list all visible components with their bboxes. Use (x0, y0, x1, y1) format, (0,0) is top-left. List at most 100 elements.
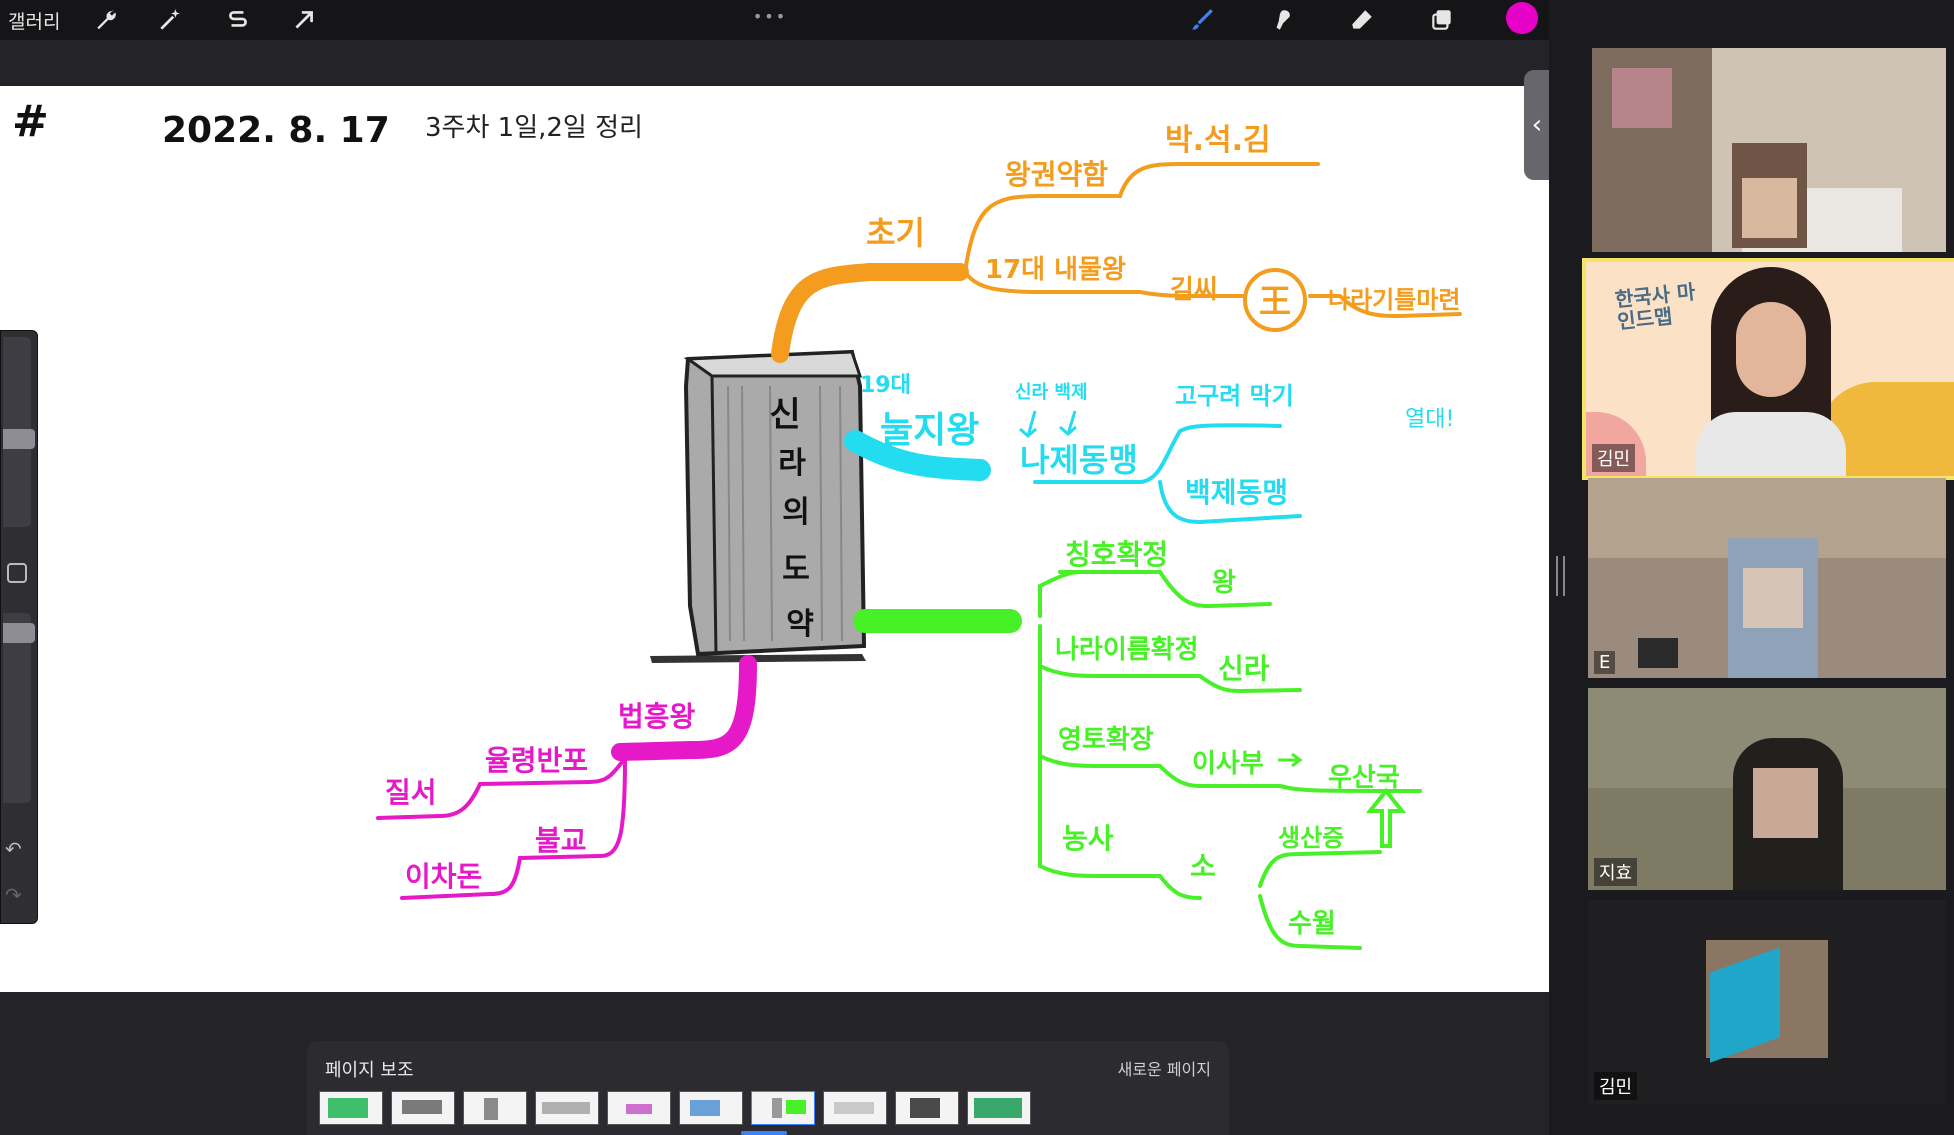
participant-video-5[interactable]: 김민 (1588, 900, 1946, 1104)
layers-icon[interactable] (1424, 4, 1460, 36)
undo-icon[interactable]: ↶ (5, 837, 22, 861)
cyan-arrows (1019, 410, 1077, 438)
page-thumbnail[interactable] (391, 1091, 455, 1125)
collapse-panel-chevron-icon[interactable]: ‹ (1524, 70, 1549, 180)
split-view-handle[interactable] (1556, 556, 1565, 596)
participant-video-2-active-speaker[interactable]: 한국사 마인드맵 김민 (1582, 258, 1954, 480)
brush-sidebar: ↶ ↷ (0, 330, 38, 924)
magenta-beopheung: 법흥왕 (618, 700, 696, 733)
page-thumbnail-active[interactable] (751, 1091, 815, 1125)
participant-name: E (1594, 651, 1616, 674)
green-farming: 농사 (1062, 822, 1114, 855)
magenta-order: 질서 (385, 776, 437, 809)
green-branch (853, 570, 1422, 950)
top-toolbar: 갤러리 ••• (0, 0, 1549, 40)
modify-square-icon[interactable] (7, 563, 27, 583)
green-isabu: 이사부 (1192, 749, 1264, 779)
green-king: 왕 (1212, 568, 1236, 598)
orange-weak-royalty: 왕권약함 (1005, 158, 1108, 191)
cyan-branch (844, 423, 1302, 525)
speaker-face (1736, 302, 1806, 397)
pillar-char-3: 의 (782, 495, 810, 530)
participant-name: 김민 (1592, 444, 1636, 472)
green-name-fixed: 나라이름확정 (1055, 635, 1199, 665)
hash-mark: # (12, 96, 49, 147)
green-silla: 신라 (1218, 652, 1270, 685)
eraser-icon[interactable] (1344, 4, 1380, 36)
procreate-app: 갤러리 ••• # 2022. 8. 17 (0, 0, 1549, 1135)
opacity-slider[interactable] (3, 613, 35, 803)
page-thumbnail[interactable] (463, 1091, 527, 1125)
orange-king-char: 王 (1259, 282, 1291, 320)
magic-wand-icon[interactable] (152, 4, 188, 36)
orange-clans: 박.석.김 (1165, 123, 1271, 158)
video-bg-text: 한국사 마인드맵 (1613, 279, 1697, 334)
orange-early: 초기 (866, 214, 925, 252)
new-page-button[interactable]: 새로운 페이지 (1117, 1060, 1211, 1079)
stone-pillar (650, 349, 867, 663)
pillar-char-5: 약 (786, 607, 814, 642)
participant-name: 지효 (1594, 858, 1638, 886)
blurred-face (1753, 768, 1818, 838)
active-page-indicator (741, 1131, 787, 1135)
magenta-ichadon: 이차돈 (405, 860, 482, 893)
gallery-button[interactable]: 갤러리 (8, 10, 61, 33)
orange-branch (771, 162, 1462, 363)
green-usanguk: 우산국 (1328, 763, 1400, 793)
smudge-icon[interactable] (1264, 4, 1300, 36)
participant-video-4[interactable]: 지효 (1588, 688, 1946, 890)
orange-kim: 김씨 (1170, 275, 1218, 305)
cyan-baekje-alliance: 백제동맹 (1185, 476, 1288, 509)
arrow-transform-icon[interactable] (286, 4, 322, 36)
orange-foundation: 나라기틀마련 (1328, 286, 1460, 314)
page-assist-title: 페이지 보조 (325, 1060, 414, 1081)
cyan-nulji: 눌지왕 (880, 410, 979, 451)
green-easier: 수월 (1288, 909, 1336, 939)
pillar-char-2: 라 (778, 446, 806, 481)
magenta-law: 율령반포 (485, 744, 588, 777)
cyan-note: 신라 백제 (1015, 382, 1088, 403)
brush-size-slider[interactable] (3, 337, 35, 527)
page-thumbnail[interactable] (823, 1091, 887, 1125)
cyan-aside: 열대! (1405, 407, 1454, 432)
green-arrow (1278, 752, 1303, 768)
wrench-icon[interactable] (88, 4, 124, 36)
pillar-char-4: 도 (782, 552, 810, 587)
video-bg-block (1612, 68, 1672, 128)
page-thumbnail[interactable] (967, 1091, 1031, 1125)
page-thumbnail[interactable] (319, 1091, 383, 1125)
video-bg-block (1638, 638, 1678, 668)
page-thumbnail[interactable] (535, 1091, 599, 1125)
green-title-fixed: 칭호확정 (1065, 538, 1168, 571)
redo-icon[interactable]: ↷ (5, 883, 22, 907)
cyan-block-goguryeo: 고구려 막기 (1175, 382, 1294, 410)
orange-naemul: 17대 내물왕 (985, 255, 1126, 285)
speaker-shirt (1696, 412, 1846, 476)
date-text: 2022. 8. 17 (162, 110, 390, 151)
selection-s-icon[interactable] (220, 4, 256, 36)
color-picker[interactable] (1506, 2, 1538, 34)
blurred-face (1742, 178, 1797, 238)
page-thumbnail[interactable] (607, 1091, 671, 1125)
participant-video-1[interactable] (1592, 48, 1946, 252)
cyan-alliance: 나제동맹 (1020, 441, 1138, 479)
green-ox: 소 (1190, 850, 1216, 883)
more-dots-icon[interactable]: ••• (752, 6, 788, 26)
page-assist-panel: 페이지 보조 새로운 페이지 (307, 1041, 1229, 1135)
page-thumbnail[interactable] (895, 1091, 959, 1125)
page-thumbnails (319, 1091, 1031, 1125)
participant-name: 김민 (1594, 1072, 1638, 1100)
magenta-buddhism: 불교 (535, 824, 587, 857)
green-territory: 영토확장 (1058, 725, 1154, 755)
blurred-face (1743, 568, 1803, 628)
opacity-thumb[interactable] (3, 623, 35, 643)
cyan-19th: 19대 (860, 373, 911, 398)
brush-size-thumb[interactable] (3, 429, 35, 449)
drawing-canvas[interactable]: # 2022. 8. 17 3주차 1일,2일 정리 신 라 의 도 약 (0, 86, 1549, 992)
brush-icon[interactable] (1184, 4, 1220, 36)
pillar-char-1: 신 (769, 395, 800, 435)
page-thumbnail[interactable] (679, 1091, 743, 1125)
participant-video-3[interactable]: E (1588, 478, 1946, 678)
heading-text: 3주차 1일,2일 정리 (425, 113, 643, 143)
magenta-branch (376, 655, 757, 900)
